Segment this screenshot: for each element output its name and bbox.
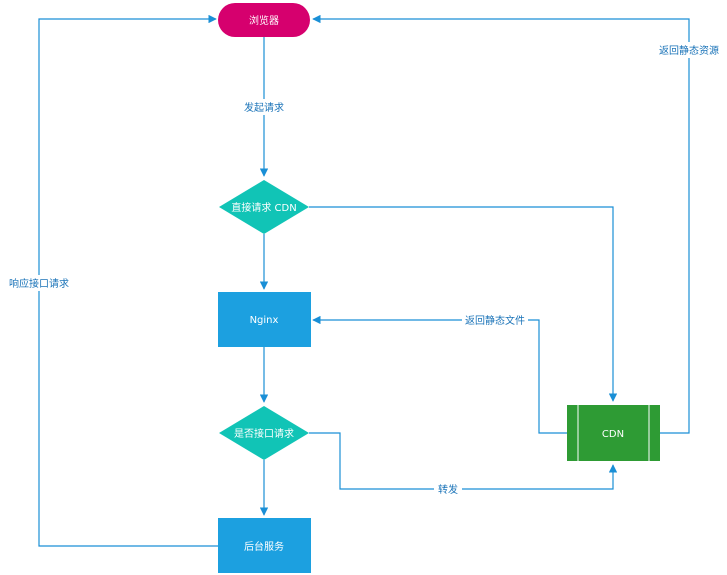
backend-node-label: 后台服务: [244, 540, 284, 553]
cdn-node: [567, 405, 660, 461]
edge-label-send-request: 发起请求: [244, 101, 284, 114]
edge-api-decision-to-cdn: [309, 432, 618, 490]
nginx-node-label: Nginx: [250, 315, 279, 326]
api-decision-label: 是否接口请求: [234, 427, 294, 440]
edge-label-return-static-resource: 返回静态资源: [659, 44, 719, 57]
cdn-decision-node: [219, 180, 309, 234]
cdn-decision-label: 直接请求 CDN: [231, 201, 296, 214]
cdn-node-label: CDN: [602, 429, 624, 440]
edge-cdn-to-nginx: [312, 315, 567, 434]
nginx-node: [218, 292, 311, 347]
edge-cdn-decision-to-cdn: [309, 206, 618, 402]
edge-label-forward: 转发: [438, 483, 458, 496]
edge-label-return-static-file: 返回静态文件: [465, 314, 525, 327]
edge-cdn-to-browser: [312, 14, 690, 434]
browser-node: [218, 3, 310, 37]
backend-node: [218, 518, 311, 573]
api-decision-node: [219, 406, 309, 460]
browser-node-label: 浏览器: [249, 14, 279, 27]
edge-label-respond-api-request: 响应接口请求: [9, 277, 69, 290]
